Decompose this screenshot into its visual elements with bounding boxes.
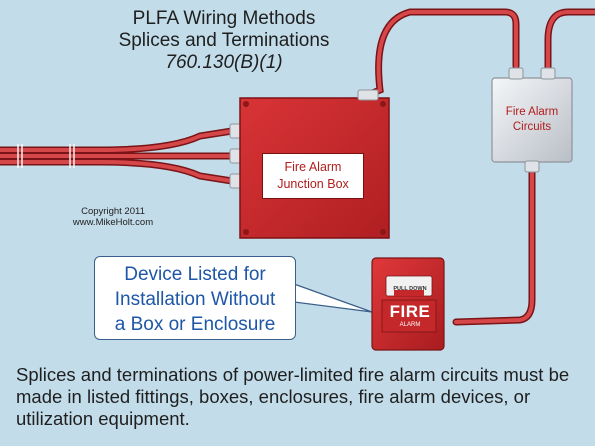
left-cable-bundle xyxy=(0,127,236,185)
junction-box-label-line-1: Fire Alarm xyxy=(284,160,342,174)
pull-station-fire-text: FIRE xyxy=(389,302,431,321)
cable-ties xyxy=(17,144,75,168)
connector-fittings xyxy=(229,123,243,189)
copyright-line: Copyright 2011 xyxy=(81,206,145,217)
callout-line-2: Installation Without xyxy=(114,289,276,310)
copyright-url: www.MikeHolt.com xyxy=(72,217,154,228)
cable-top-run xyxy=(361,8,595,326)
circuits-box-label-line-2: Circuits xyxy=(512,121,552,133)
callout-pointer xyxy=(293,283,373,313)
copyright-notice: Copyright 2011 www.MikeHolt.com xyxy=(58,206,168,228)
title-reference: 760.130(B)(1) xyxy=(165,52,283,73)
junction-box-label-line-2: Junction Box xyxy=(277,177,349,191)
diagram-caption: Splices and terminations of power-limite… xyxy=(16,364,570,429)
pull-station xyxy=(371,257,445,351)
circuits-box-label-line-1: Fire Alarm xyxy=(505,106,559,118)
pull-station-alarm-text: ALARM xyxy=(399,322,421,328)
title-line-1: PLFA Wiring Methods xyxy=(132,8,316,29)
junction-box-screws xyxy=(243,101,386,235)
top-fitting xyxy=(357,89,379,101)
circuits-box-label: Fire Alarm Circuits xyxy=(498,105,566,135)
device-callout: Device Listed for Installation Without a… xyxy=(94,256,296,340)
diagram-title: PLFA Wiring Methods Splices and Terminat… xyxy=(84,8,364,74)
circuits-box-fittings xyxy=(508,67,556,173)
callout-line-3: a Box or Enclosure xyxy=(114,314,276,335)
pull-station-pull-text: PULL DOWN xyxy=(393,286,427,292)
title-line-2: Splices and Terminations xyxy=(118,30,330,51)
callout-line-1: Device Listed for xyxy=(124,264,266,285)
junction-box-label: Fire Alarm Junction Box xyxy=(262,153,364,199)
